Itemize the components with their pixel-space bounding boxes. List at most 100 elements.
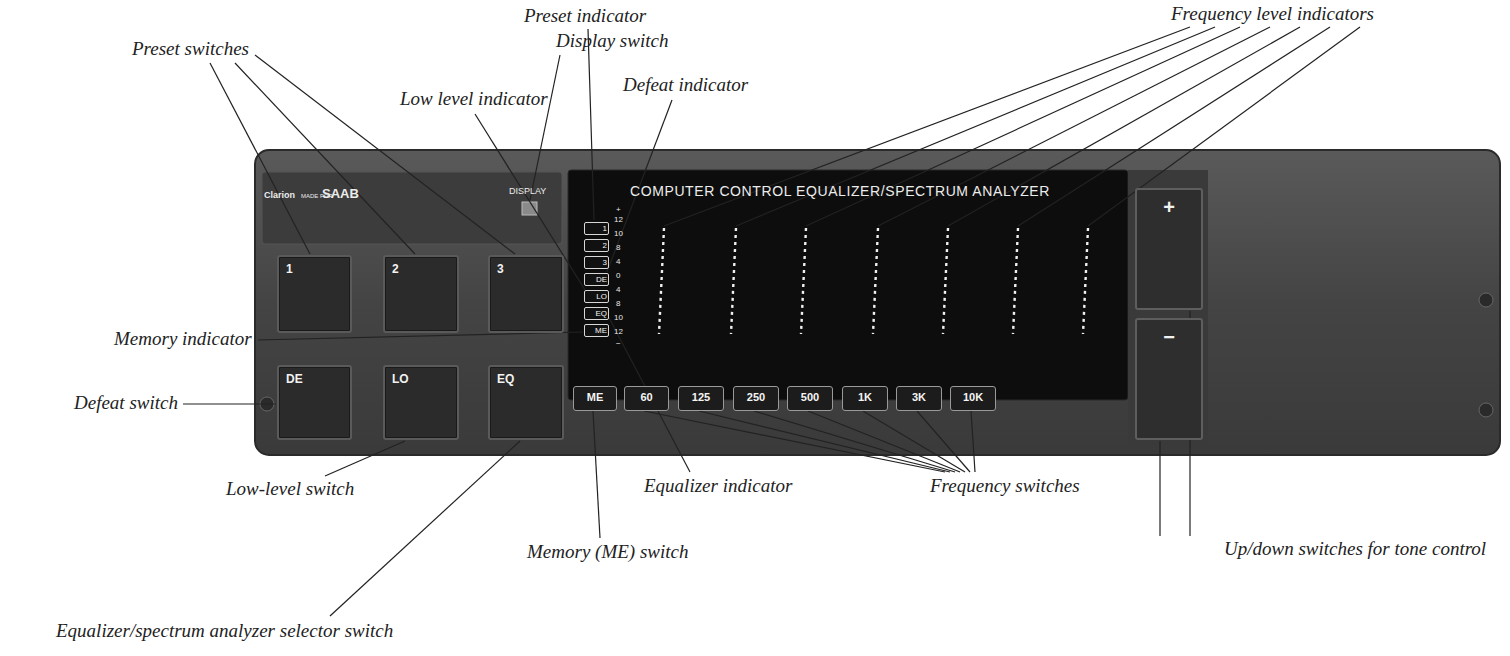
- leader-line: [210, 63, 310, 254]
- button-text: 125: [679, 391, 723, 403]
- push-button: LO: [383, 365, 459, 440]
- brand-plate: [262, 172, 562, 244]
- button-text: 10K: [951, 391, 995, 403]
- callout-label: Defeat switch: [74, 392, 178, 414]
- tone-button: −: [1135, 318, 1203, 440]
- push-button: EQ: [488, 365, 564, 440]
- indicator-lamp: DE: [584, 273, 609, 286]
- leader-line: [588, 29, 594, 220]
- button-text: 60: [625, 391, 668, 403]
- leader-line: [917, 411, 970, 472]
- scale-number: 0: [616, 271, 620, 280]
- scale-number: 10: [614, 313, 623, 322]
- button-text: DE: [585, 274, 607, 285]
- button-text: 1: [585, 223, 607, 234]
- callout-label: Display switch: [556, 30, 668, 52]
- leader-line: [330, 441, 520, 616]
- frequency-button: 250: [733, 386, 779, 411]
- indicator-lamp: LO: [584, 290, 609, 303]
- button-text: LO: [585, 291, 607, 302]
- callout-label: Preset indicator: [524, 5, 646, 27]
- level-dots: [659, 228, 1088, 334]
- scale-number: 4: [616, 285, 620, 294]
- leader-line: [863, 411, 965, 472]
- leader-line: [255, 55, 515, 254]
- indicator-lamp: 3: [584, 256, 609, 269]
- leader-line: [1088, 27, 1360, 226]
- button-text: 3K: [897, 391, 941, 403]
- button-text: 3: [497, 262, 504, 276]
- leader-line: [1159, 441, 1160, 536]
- scale-number: +: [616, 205, 621, 214]
- button-well: [1128, 170, 1208, 448]
- leader-line: [530, 55, 560, 200]
- frequency-button: 125: [678, 386, 724, 411]
- button-text: 500: [788, 391, 832, 403]
- callout-label: Low level indicator: [400, 88, 548, 110]
- push-button: DE: [277, 365, 352, 440]
- indicator-lamp: 1: [584, 222, 609, 235]
- screw: [1479, 403, 1493, 417]
- scale-number: 10: [614, 229, 623, 238]
- leader-line: [258, 332, 583, 340]
- leader-line: [1018, 27, 1330, 226]
- callout-label: Defeat indicator: [623, 74, 748, 96]
- frequency-button: 500: [787, 386, 833, 411]
- button-text: 3: [585, 257, 607, 268]
- callout-label: Frequency switches: [930, 475, 1080, 497]
- button-text: 250: [734, 391, 778, 403]
- frequency-button: ME: [573, 386, 617, 411]
- scale-number: −: [616, 339, 621, 348]
- button-text: 1K: [843, 391, 887, 403]
- car-brand: SAAB: [322, 186, 359, 201]
- scale-number: 4: [616, 257, 620, 266]
- screw: [1479, 293, 1493, 307]
- scale-number: 8: [616, 299, 620, 308]
- button-text: EQ: [585, 308, 607, 319]
- leader-line: [699, 411, 950, 472]
- indicator-lamp: 2: [584, 239, 609, 252]
- panel-title: COMPUTER CONTROL EQUALIZER/SPECTRUM ANAL…: [630, 183, 1050, 199]
- frequency-button: 10K: [950, 386, 996, 411]
- scale-number: 8: [616, 243, 620, 252]
- push-button: 3: [488, 255, 564, 333]
- leader-line: [183, 403, 276, 404]
- frequency-button: 1K: [842, 386, 888, 411]
- leader-line: [971, 411, 975, 472]
- button-text: −: [1137, 326, 1201, 349]
- brand-name: Clarion: [264, 190, 295, 200]
- equalizer-panel: ClarionMADE FORSAABDISPLAYCOMPUTER CONTR…: [255, 150, 1500, 455]
- callout-label: Up/down switches for tone control: [1224, 538, 1486, 560]
- button-text: ME: [585, 325, 607, 336]
- scale-number: 12: [614, 215, 623, 224]
- callout-label: Equalizer indicator: [644, 475, 792, 497]
- button-text: +: [1137, 196, 1201, 219]
- leader-line: [808, 411, 960, 472]
- push-button: 1: [277, 255, 352, 333]
- leader-line: [593, 411, 600, 538]
- button-text: 1: [286, 262, 293, 276]
- button-text: ME: [574, 391, 616, 403]
- button-text: 2: [585, 240, 607, 251]
- callout-label: Frequency level indicators: [1171, 3, 1374, 25]
- display-window: [568, 170, 1128, 400]
- leader-line: [325, 441, 405, 476]
- button-text: LO: [392, 372, 409, 386]
- indicator-lamp: ME: [584, 324, 609, 337]
- scale-number: 12: [614, 327, 623, 336]
- button-text: DE: [286, 372, 303, 386]
- button-text: 2: [392, 262, 399, 276]
- callout-label: Memory (ME) switch: [527, 541, 688, 563]
- tone-button: +: [1135, 188, 1203, 310]
- push-button: 2: [383, 255, 459, 333]
- frequency-button: 3K: [896, 386, 942, 411]
- callout-label: Memory indicator: [114, 328, 252, 350]
- leader-line: [644, 411, 945, 472]
- switch-label: DISPLAY: [509, 186, 546, 196]
- leader-line: [235, 63, 415, 254]
- panel-housing: [255, 150, 1500, 455]
- callout-label: Low-level switch: [226, 478, 354, 500]
- frequency-button: 60: [624, 386, 669, 411]
- button-text: EQ: [497, 372, 514, 386]
- callout-label: Equalizer/spectrum analyzer selector swi…: [56, 620, 393, 642]
